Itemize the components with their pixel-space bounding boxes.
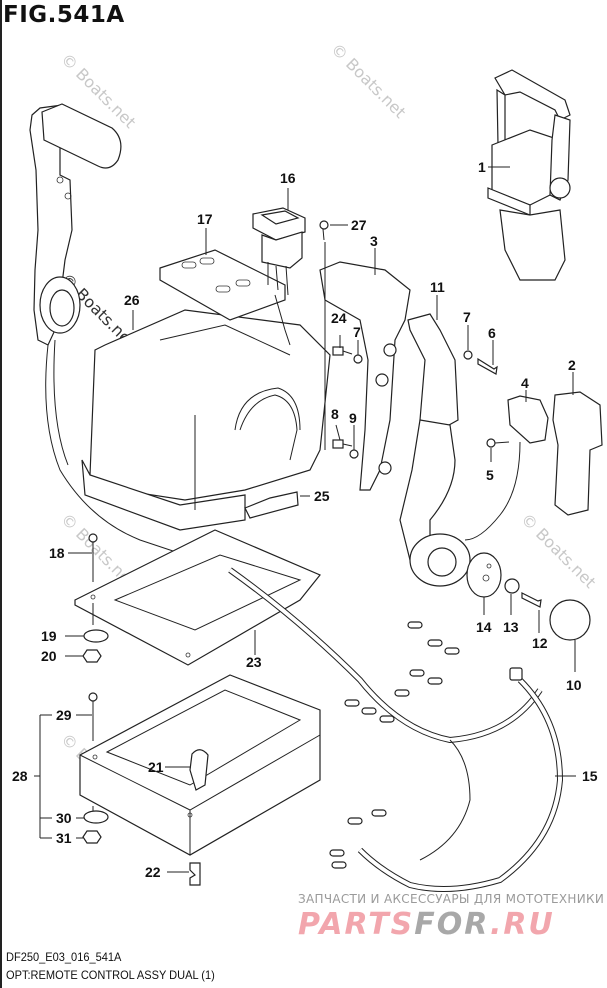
callout-20: 20 — [41, 648, 57, 664]
washer — [463, 350, 473, 360]
clip — [244, 491, 299, 519]
control-box-cover — [81, 309, 331, 531]
figure-title: FIG.541A — [3, 2, 125, 28]
callout-6: 6 — [488, 325, 496, 341]
clip-22 — [189, 862, 201, 886]
callout-1: 1 — [478, 159, 486, 175]
callout-14: 14 — [476, 619, 492, 635]
figure-code: DF250_E03_016_541A — [6, 950, 122, 964]
callout-3: 3 — [370, 233, 378, 249]
callout-10: 10 — [566, 677, 582, 693]
callout-28: 28 — [12, 768, 28, 784]
brand-logo: PARTSFOR.RU — [298, 907, 555, 942]
callout-26: 26 — [124, 292, 140, 308]
side-bracket — [319, 242, 411, 491]
brand-logo-ru: .RU — [489, 907, 555, 942]
callout-8: 8 — [331, 406, 339, 422]
rocker-switch — [252, 207, 306, 346]
callout-16: 16 — [280, 170, 296, 186]
callout-31: 31 — [56, 830, 72, 846]
callout-21: 21 — [148, 759, 164, 775]
mounting-plate — [159, 249, 286, 321]
callout-7-right: 7 — [463, 309, 471, 325]
bolt-29 — [82, 692, 109, 844]
wire-harness — [228, 567, 564, 892]
callout-9: 9 — [349, 410, 357, 426]
callout-2: 2 — [568, 357, 576, 373]
callout-15: 15 — [582, 768, 598, 784]
plate-14 — [466, 552, 502, 598]
callout-25: 25 — [314, 488, 330, 504]
bolt-24 — [332, 346, 363, 364]
callout-22: 22 — [145, 864, 161, 880]
stopper-21 — [189, 749, 209, 791]
watermark: © Boats.net — [327, 39, 409, 121]
callout-11: 11 — [430, 279, 445, 295]
washer-13 — [504, 578, 520, 594]
callout-4: 4 — [521, 375, 529, 391]
lever-handle-left — [29, 103, 231, 571]
callout-18: 18 — [49, 545, 65, 561]
cap-10 — [549, 599, 591, 641]
left-border — [0, 0, 2, 988]
remote-control-assembly — [487, 69, 571, 281]
callout-12: 12 — [532, 635, 548, 651]
callout-24: 24 — [331, 310, 347, 326]
bolt-18 — [82, 533, 109, 663]
neutral-switch — [464, 395, 549, 541]
lever-arm — [399, 313, 471, 587]
brand-logo-for: FOR — [414, 907, 490, 942]
screw — [319, 220, 329, 241]
leader-lines — [34, 166, 576, 873]
cover — [552, 391, 603, 516]
brand-subtitle: ЗАПЧАСТИ И АКСЕССУАРЫ ДЛЯ МОТОТЕХНИКИ — [298, 892, 605, 906]
brand-logo-parts: PARTS — [298, 907, 415, 942]
callout-5: 5 — [486, 467, 494, 483]
screw-12 — [521, 592, 542, 608]
callout-23: 23 — [246, 654, 262, 670]
callout-29: 29 — [56, 707, 72, 723]
callout-27: 27 — [351, 217, 367, 233]
figure-description: OPT:REMOTE CONTROL ASSY DUAL (1) — [6, 968, 215, 982]
callout-19: 19 — [41, 628, 57, 644]
watermark: © Boats.net — [517, 509, 599, 591]
callout-17: 17 — [197, 211, 213, 227]
gasket — [74, 529, 321, 666]
screw — [477, 357, 498, 375]
callout-7-left: 7 — [353, 324, 361, 340]
callout-13: 13 — [503, 619, 519, 635]
callout-30: 30 — [56, 810, 72, 826]
